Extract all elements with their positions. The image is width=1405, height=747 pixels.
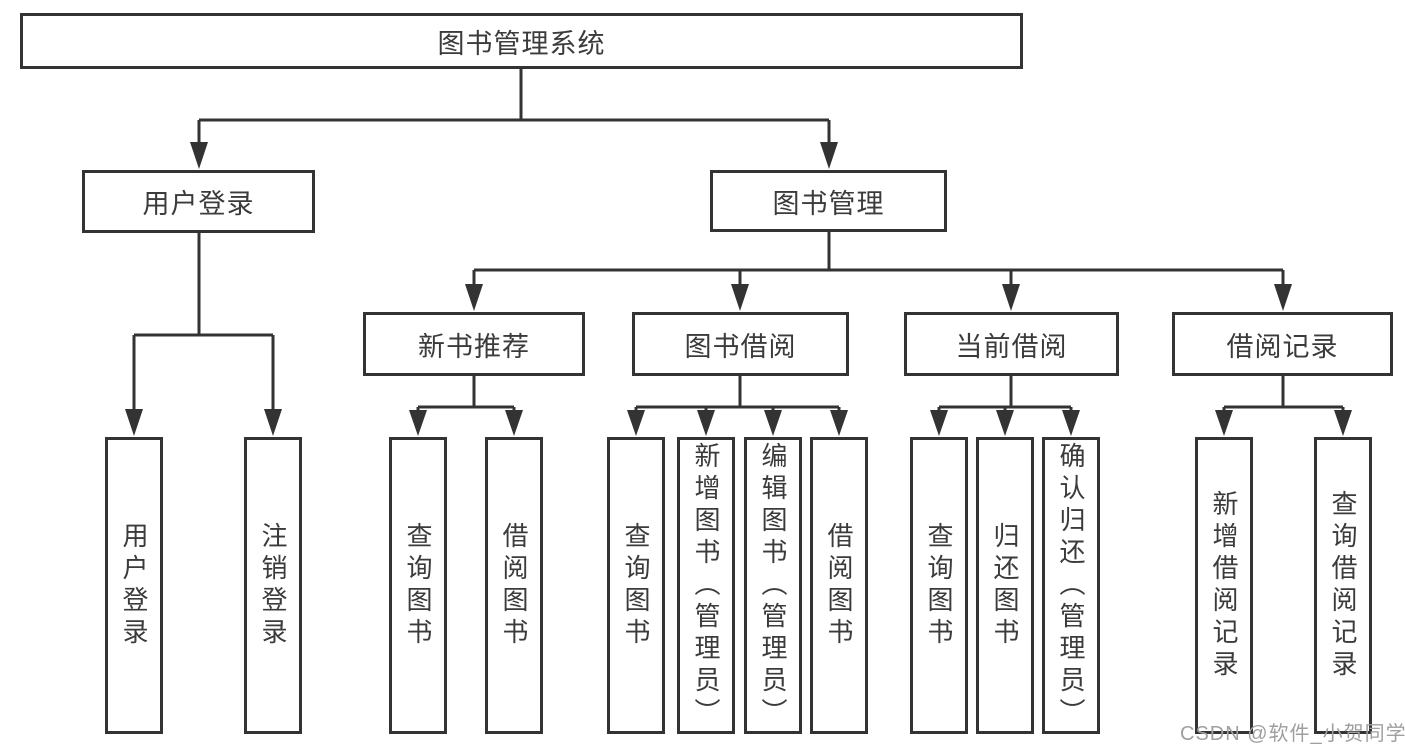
edge-book-management-to-categories bbox=[465, 232, 1292, 311]
csdn-watermark: CSDN @软件_小贺同学 bbox=[1180, 723, 1405, 745]
node-category-borrowing-records: 借阅记录 bbox=[1172, 312, 1393, 376]
node-label: 查询借阅记录 bbox=[1328, 489, 1358, 682]
node-category-book-borrowing: 图书借阅 bbox=[632, 312, 849, 376]
node-label: 确认归还（管理员） bbox=[1056, 441, 1086, 730]
node-label: 查询图书 bbox=[924, 521, 954, 650]
node-label: 查询图书 bbox=[621, 521, 651, 650]
leaf-add-books-admin: 新增图书（管理员） bbox=[677, 437, 735, 734]
node-label: 用户登录 bbox=[142, 189, 255, 219]
leaf-search-borrowing-record: 查询借阅记录 bbox=[1314, 437, 1372, 734]
leaf-search-books-current: 查询图书 bbox=[910, 437, 968, 734]
node-branch-user-login: 用户登录 bbox=[82, 170, 315, 233]
edge-root-to-branches bbox=[190, 69, 838, 169]
leaf-borrow-books-recommendation: 借阅图书 bbox=[485, 437, 543, 734]
leaf-add-borrowing-record: 新增借阅记录 bbox=[1195, 437, 1253, 734]
leaf-edit-books-admin: 编辑图书（管理员） bbox=[744, 437, 802, 734]
leaf-borrow-books: 借阅图书 bbox=[810, 437, 868, 734]
edge-new-book-recommendation-to-leaves bbox=[409, 376, 523, 436]
edge-borrowing-records-to-leaves bbox=[1215, 376, 1352, 436]
node-label: 查询图书 bbox=[403, 521, 433, 650]
node-label: 新增图书（管理员） bbox=[691, 441, 721, 730]
node-label: 图书借阅 bbox=[684, 331, 797, 362]
node-category-new-book-recommendation: 新书推荐 bbox=[363, 312, 585, 376]
node-label: 新书推荐 bbox=[418, 331, 530, 362]
node-category-current-borrowing: 当前借阅 bbox=[904, 312, 1119, 376]
node-label: 新增借阅记录 bbox=[1209, 489, 1239, 682]
leaf-confirm-return-admin: 确认归还（管理员） bbox=[1042, 437, 1100, 734]
leaf-return-books: 归还图书 bbox=[976, 437, 1034, 734]
node-label: 图书管理系统 bbox=[437, 28, 606, 59]
node-label: 借阅记录 bbox=[1226, 331, 1339, 362]
leaf-search-books-recommendation: 查询图书 bbox=[389, 437, 447, 734]
node-label: 当前借阅 bbox=[955, 331, 1068, 362]
node-branch-book-management: 图书管理 bbox=[710, 170, 947, 232]
leaf-search-books-borrowing: 查询图书 bbox=[607, 437, 665, 734]
node-label: 图书管理 bbox=[772, 188, 885, 219]
node-label: 借阅图书 bbox=[499, 521, 529, 650]
edge-book-borrowing-to-leaves bbox=[627, 376, 848, 436]
edge-user-login-to-leaves bbox=[125, 233, 282, 436]
node-label: 借阅图书 bbox=[824, 521, 854, 650]
leaf-logout: 注销登录 bbox=[244, 437, 302, 734]
node-label: 用户登录 bbox=[119, 521, 149, 650]
node-root-library-management-system: 图书管理系统 bbox=[20, 13, 1023, 69]
node-label: 注销登录 bbox=[258, 521, 288, 650]
leaf-user-login: 用户登录 bbox=[105, 437, 163, 734]
edge-current-borrowing-to-leaves bbox=[930, 376, 1080, 436]
node-label: 归还图书 bbox=[990, 521, 1020, 650]
node-label: 编辑图书（管理员） bbox=[758, 441, 788, 730]
